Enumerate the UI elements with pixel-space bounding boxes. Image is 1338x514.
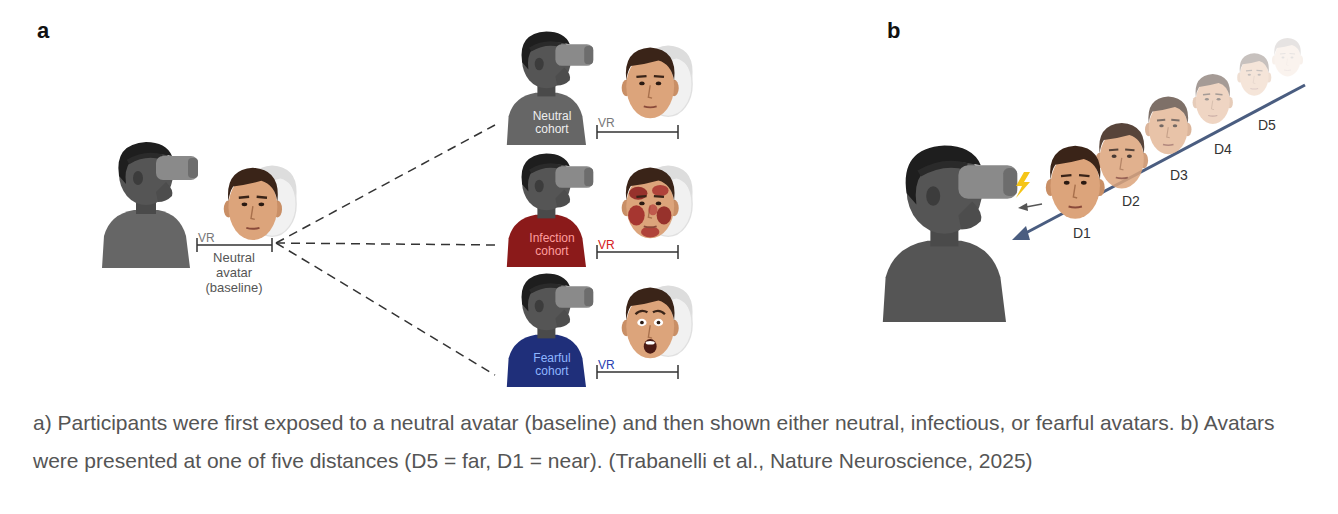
distance-label: D1 <box>1073 225 1091 241</box>
panel-letter: b <box>887 18 900 44</box>
figure-caption: a) Participants were first exposed to a … <box>33 404 1295 480</box>
cohort-group: Infection cohort VR <box>495 150 695 262</box>
distance-label: D4 <box>1214 141 1232 157</box>
panel-letter: a <box>37 18 49 44</box>
vr-label: VR <box>598 238 628 252</box>
vr-label: VR <box>598 358 628 372</box>
distance-label: D5 <box>1258 117 1276 133</box>
distance-label: D3 <box>1170 167 1188 183</box>
avatar-caption: Neutral avatar (baseline) <box>198 250 270 295</box>
dashed-connector <box>276 243 495 245</box>
vr-label: VR <box>598 116 628 130</box>
dashed-connector <box>276 243 495 375</box>
cohort-name: Infection cohort <box>521 232 583 258</box>
dashed-connector <box>276 125 495 243</box>
cohort-group: Neutral cohort VR <box>495 28 695 140</box>
cohort-name: Neutral cohort <box>525 110 579 136</box>
cohort-name: Fearful cohort <box>523 352 581 378</box>
distance-label: D2 <box>1122 193 1140 209</box>
vr-label: VR <box>198 231 228 245</box>
cohort-group: Fearful cohort VR <box>495 270 695 388</box>
baseline-group: VR Neutral avatar (baseline) <box>190 140 276 346</box>
